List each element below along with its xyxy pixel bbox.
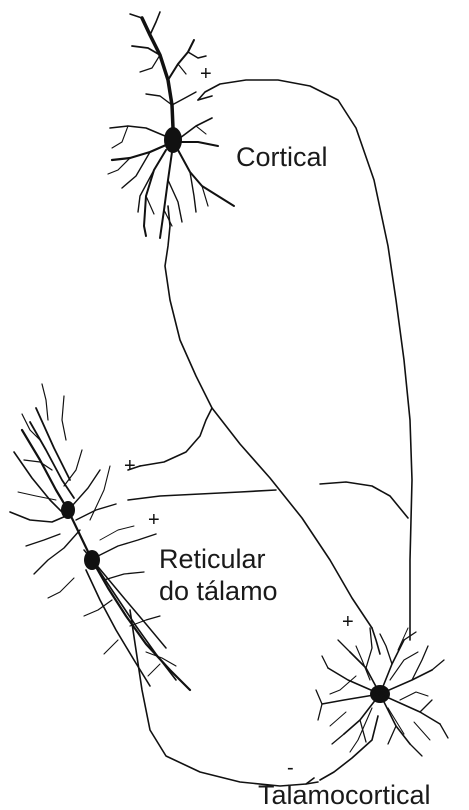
cortical-neuron	[108, 12, 372, 628]
synapse-sign-talamocortical-inhibitory: -	[287, 757, 294, 779]
talamocortical-neuron	[316, 628, 448, 756]
reticular-receiving-fiber	[128, 490, 276, 500]
talamocortical-collateral	[320, 482, 408, 518]
cortical-apical-dendrite	[142, 18, 173, 128]
cortical-soma	[164, 127, 182, 153]
cortical-collateral-to-reticular	[140, 408, 212, 466]
synapse-sign-talamocortical-input: +	[342, 611, 354, 633]
label-talamocortical: Talamocortical	[258, 780, 431, 810]
synapse-sign-reticular-input-2: +	[148, 509, 160, 531]
label-cortical: Cortical	[236, 142, 328, 172]
cortical-terminal-on-talamocortical	[372, 628, 380, 654]
label-reticular-line2: do tálamo	[159, 576, 278, 606]
synapse-sign-cortical-input: +	[200, 63, 212, 85]
reticular-neuron	[10, 384, 190, 690]
label-reticular-line1: Reticular	[159, 544, 266, 574]
synapse-sign-reticular-input-1: +	[124, 455, 136, 477]
talamocortical-dendrite-to-inhibitory-synapse	[320, 716, 378, 780]
